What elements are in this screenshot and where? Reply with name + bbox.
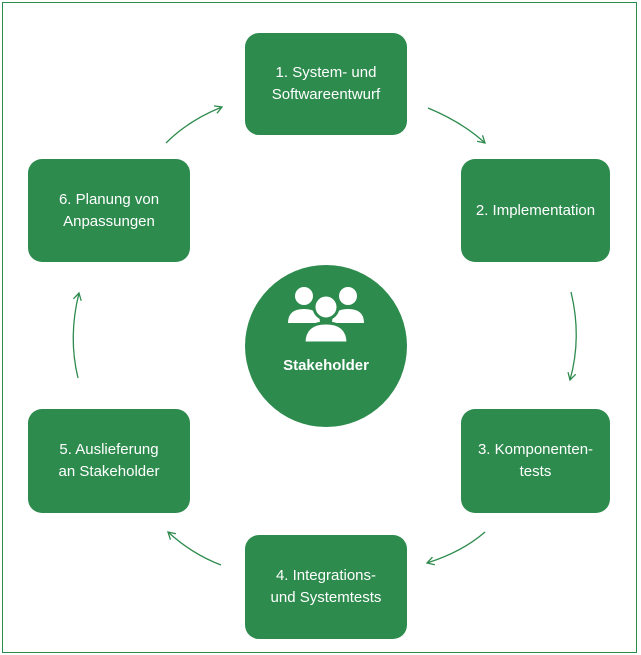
- step-4-box: 4. Integrations- und Systemtests: [245, 535, 407, 639]
- step-3-line-2: tests: [519, 463, 552, 480]
- step-6-line-2: Anpassungen: [63, 212, 155, 230]
- arrow-1-to-2: [427, 107, 486, 144]
- step-1-line-2: Softwareentwurf: [271, 86, 381, 103]
- step-4-line-1: 4. Integrations-: [275, 567, 377, 584]
- step-2-line-1: 2. Implementation: [475, 201, 596, 219]
- step-5-line-2: an Stakeholder: [58, 463, 160, 480]
- arrow-3-to-4: [425, 531, 486, 566]
- step-3-box: 3. Komponenten- tests: [461, 409, 610, 513]
- stakeholder-label: Stakeholder: [283, 357, 369, 374]
- stakeholder-circle: Stakeholder: [245, 265, 407, 427]
- step-2-box: 2. Implementation: [461, 159, 610, 262]
- people-group-icon: [288, 287, 364, 343]
- step-4-line-2: und Systemtests: [270, 589, 382, 606]
- arrow-4-to-5: [167, 531, 222, 566]
- step-1-line-1: 1. System- und: [275, 64, 377, 81]
- arrow-5-to-6: [72, 291, 82, 379]
- step-1-box: 1. System- und Softwareentwurf: [245, 33, 407, 135]
- arrow-2-to-3: [567, 291, 577, 382]
- step-5-line-1: 5. Auslieferung: [59, 441, 159, 458]
- step-3-line-1: 3. Komponenten-: [477, 441, 594, 458]
- step-6-line-1: 6. Planung von: [58, 190, 160, 208]
- arrow-6-to-1: [165, 105, 224, 144]
- step-6-box: 6. Planung von Anpassungen: [28, 159, 190, 262]
- step-5-box: 5. Auslieferung an Stakeholder: [28, 409, 190, 513]
